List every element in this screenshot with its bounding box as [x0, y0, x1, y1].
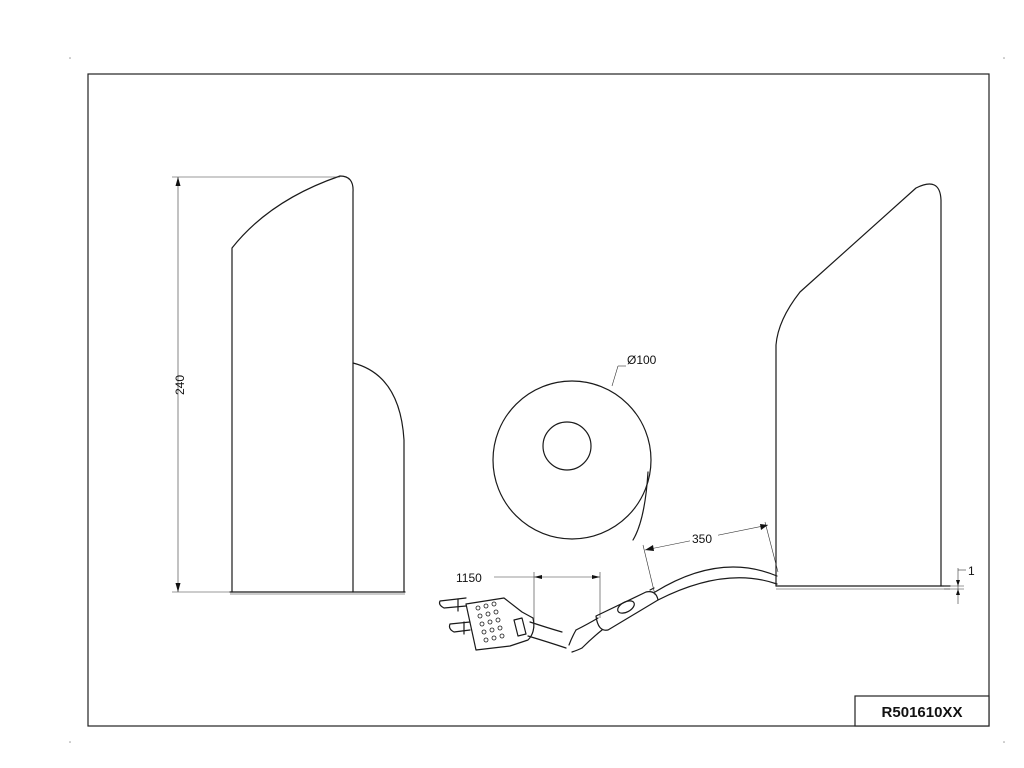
corner-marks [69, 57, 1005, 743]
plug [438, 597, 535, 651]
side-view-lamp [775, 183, 951, 590]
drawing-frame [87, 73, 990, 727]
cord-switch-label: 350 [692, 532, 712, 546]
base-thickness-label: 1 [968, 564, 975, 578]
front-view-lamp [229, 175, 406, 595]
power-cord [527, 566, 778, 653]
height-dimension-label: 240 [173, 375, 187, 395]
title-block: R501610XX [854, 695, 990, 727]
cord-plug-label: 1150 [456, 571, 482, 585]
product-code: R501610XX [882, 704, 963, 721]
height-dimension: 240 [172, 176, 340, 593]
cord-plug-dimension: 1150 [456, 571, 601, 628]
diameter-dimension-label: Ø100 [627, 353, 657, 367]
inline-switch [595, 587, 659, 631]
top-view-lamp: Ø100 [492, 353, 657, 541]
base-thickness-dimension: 1 [944, 564, 975, 604]
cord-switch-dimension: 350 [642, 521, 779, 596]
